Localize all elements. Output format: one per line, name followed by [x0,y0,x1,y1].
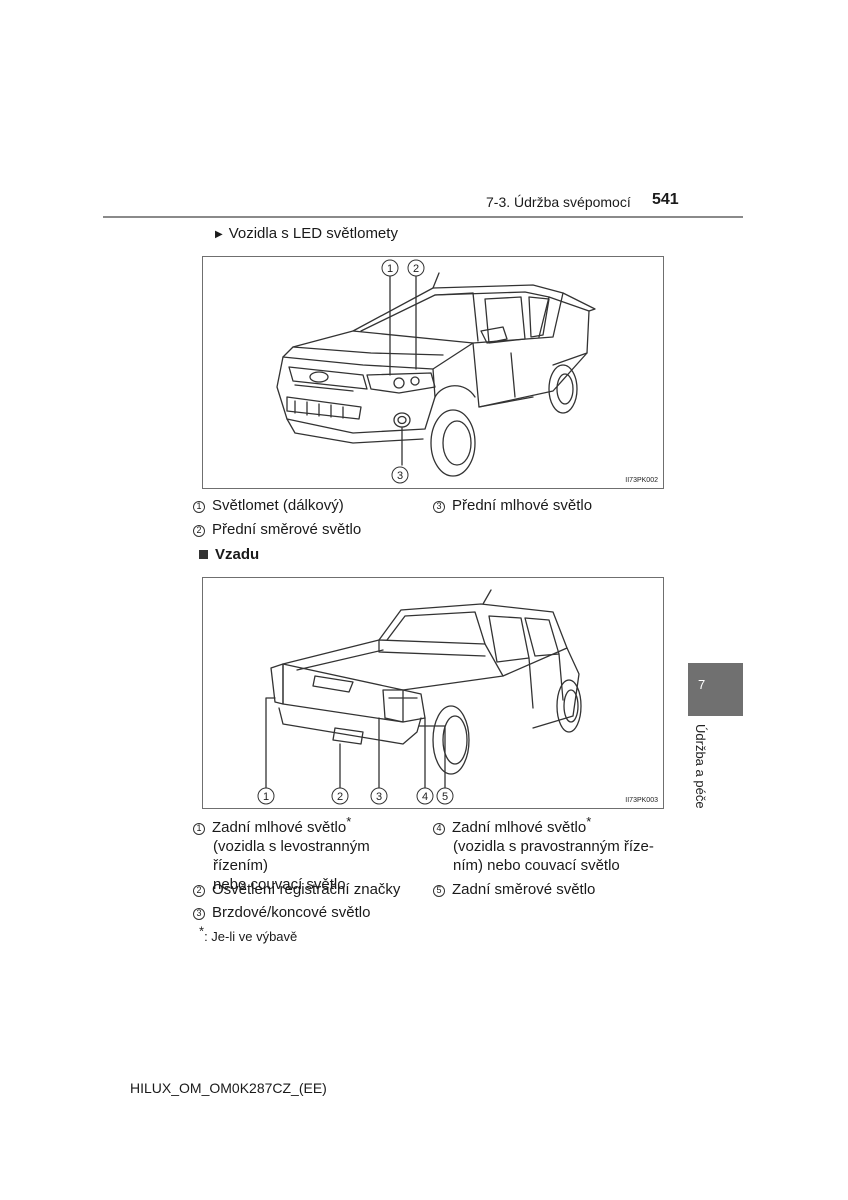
chapter-side-title: Údržba a péče [693,724,708,809]
triangle-bullet-icon: ▶ [215,229,223,240]
circled-number: 3 [433,500,445,513]
front-legend-item-2: 2 Přední směrové světlo [193,520,361,539]
asterisk-icon: * [346,814,352,829]
rear-legend-item-3: 3 Brzdové/koncové světlo [193,903,370,922]
front-legend-item-3: 3 Přední mlhové světlo [433,496,592,515]
rear-truck-illustration: 1 2 3 4 5 [257,589,582,805]
chapter-number: 7 [698,677,706,692]
rear-legend-1-line2: (vozidla s levostranným řízením) [213,838,370,874]
rear-legend-text-2: Osvětlení registrační značky [212,881,401,898]
rear-figure-code: II73PK003 [625,797,658,804]
circled-number: 3 [193,907,205,920]
front-callout-2: 2 [413,263,419,275]
front-subheading: ▶ Vozidla s LED světlomety [215,225,398,242]
front-vehicle-figure: 1 2 3 II73PK002 [202,256,664,489]
rear-callout-3: 3 [376,791,382,803]
circled-number: 2 [193,884,205,897]
rear-legend-1-line1: Zadní mlhové světlo [212,819,347,836]
circled-number: 1 [193,500,205,513]
rear-legend-1-line3: nebo couvací světlo [213,876,346,893]
page-number: 541 [652,191,679,208]
rear-heading: Vzadu [199,546,259,563]
document-code: HILUX_OM_OM0K287CZ_(EE) [130,1080,327,1096]
front-truck-illustration: 1 2 3 [276,259,596,484]
rear-callout-5: 5 [442,791,448,803]
circled-number: 1 [193,822,205,835]
header-rule [103,216,743,218]
front-legend-text-3: Přední mlhové světlo [452,497,593,514]
footnote: *: Je-li ve výbavě [199,925,298,944]
front-legend-text-2: Přední směrové světlo [212,521,362,538]
front-legend-item-1: 1 Světlomet (dálkový) [193,496,344,515]
circled-number: 5 [433,884,445,897]
rear-legend-text-3: Brzdové/koncové světlo [212,904,371,921]
front-callout-1: 1 [387,263,393,275]
rear-legend-item-1: 1 Zadní mlhové světlo* (vozidla s levostr… [193,815,428,894]
rear-legend-item-2: 2 Osvětlení registrační značky [193,880,400,899]
footnote-text: : Je-li ve výbavě [204,929,298,944]
rear-legend-item-5: 5 Zadní směrové světlo [433,880,595,899]
asterisk-icon: * [199,923,205,939]
rear-vehicle-figure: 1 2 3 4 5 II73PK003 [202,577,664,809]
rear-callout-4: 4 [422,791,428,803]
front-subheading-label: Vozidla s LED světlomety [228,225,398,242]
rear-legend-text-5: Zadní směrové světlo [452,881,596,898]
section-title: 7-3. Údržba svépomocí [486,194,631,210]
front-callout-3: 3 [397,470,403,482]
circled-number: 4 [433,822,445,835]
rear-legend-4-line3: ním) nebo couvací světlo [453,857,620,874]
front-legend-text-1: Světlomet (dálkový) [212,497,344,514]
rear-legend-4-line2: (vozidla s pravostranným říze- [453,838,654,855]
asterisk-icon: * [586,814,592,829]
rear-callout-1: 1 [263,791,269,803]
rear-heading-label: Vzadu [215,546,260,563]
circled-number: 2 [193,524,205,537]
rear-callout-2: 2 [337,791,343,803]
rear-legend-4-line1: Zadní mlhové světlo [452,819,587,836]
chapter-tab [688,663,743,716]
rear-legend-item-4: 4 Zadní mlhové světlo* (vozidla s pravost… [433,815,668,875]
front-figure-code: II73PK002 [625,477,658,484]
square-bullet-icon [199,550,208,559]
